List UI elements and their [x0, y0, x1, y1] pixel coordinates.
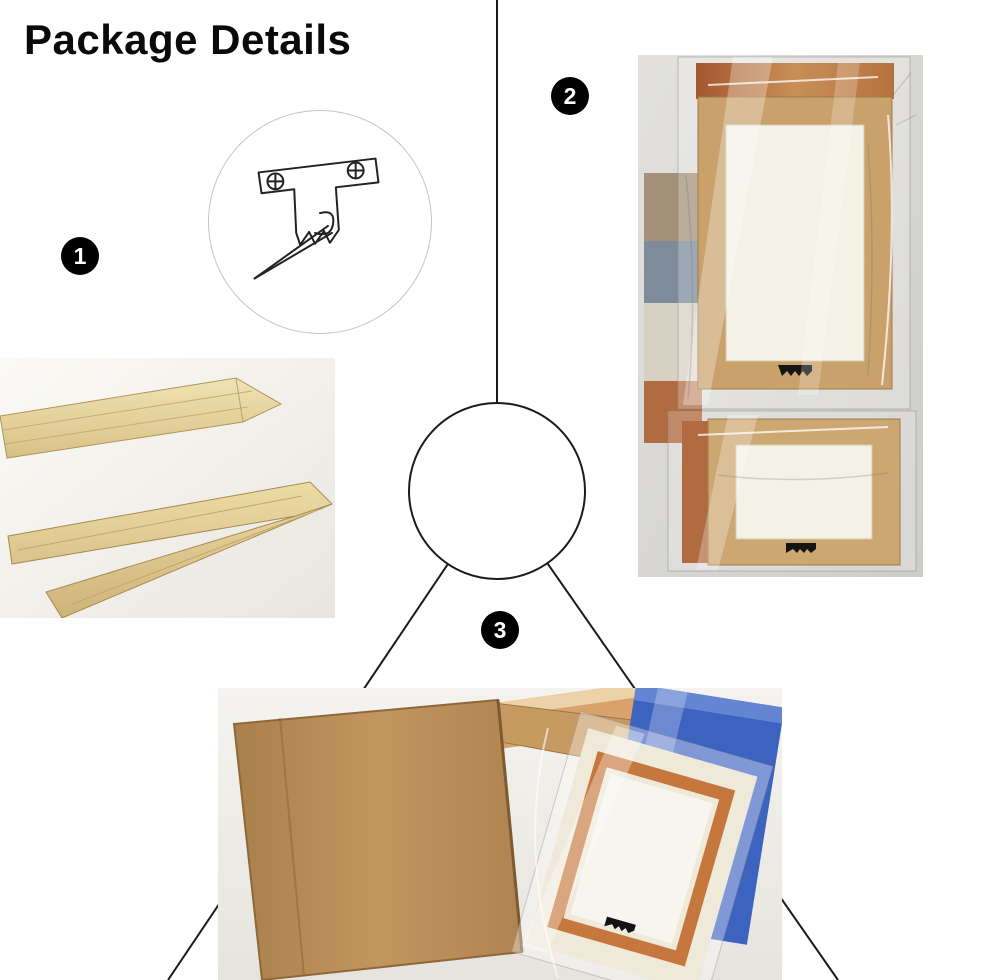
sawtooth-hanger-inset [208, 110, 432, 334]
plastic-wrap-sheen [534, 727, 559, 979]
step-3-number: 3 [493, 616, 507, 643]
plastic-wrap-sheen [683, 57, 917, 570]
wooden-stretcher-bars-photo [0, 358, 335, 618]
stretcher-frame-corner [7, 481, 333, 618]
step-3-badge: 3 [481, 611, 519, 649]
wrapped-frames-illustration [638, 55, 923, 577]
page-title: Package Details [24, 16, 352, 63]
step-1-number: 1 [73, 242, 87, 269]
shipping-box-illustration [218, 688, 782, 980]
plastic-wrapped-canvas-frames-photo [638, 55, 923, 577]
bottom-wrapped-frame [667, 410, 917, 572]
step-2-number: 2 [563, 82, 577, 109]
sawtooth-hanger-icon [253, 157, 380, 280]
wooden-stretcher-bars-illustration [0, 358, 335, 618]
sawtooth-hanger-icon [604, 916, 636, 934]
center-circle [408, 402, 586, 580]
white-framed-canvas [511, 710, 774, 980]
step-2-badge: 2 [551, 77, 589, 115]
step-1-badge: 1 [61, 237, 99, 275]
loose-stretcher-bar [0, 377, 283, 459]
cardboard-box-with-wrapped-canvases-photo [218, 688, 782, 980]
top-wrapped-frame [677, 56, 911, 410]
sawtooth-hanger-icon [778, 365, 812, 376]
sawtooth-hanger-icon [786, 543, 816, 553]
box-open-lid [232, 698, 524, 980]
